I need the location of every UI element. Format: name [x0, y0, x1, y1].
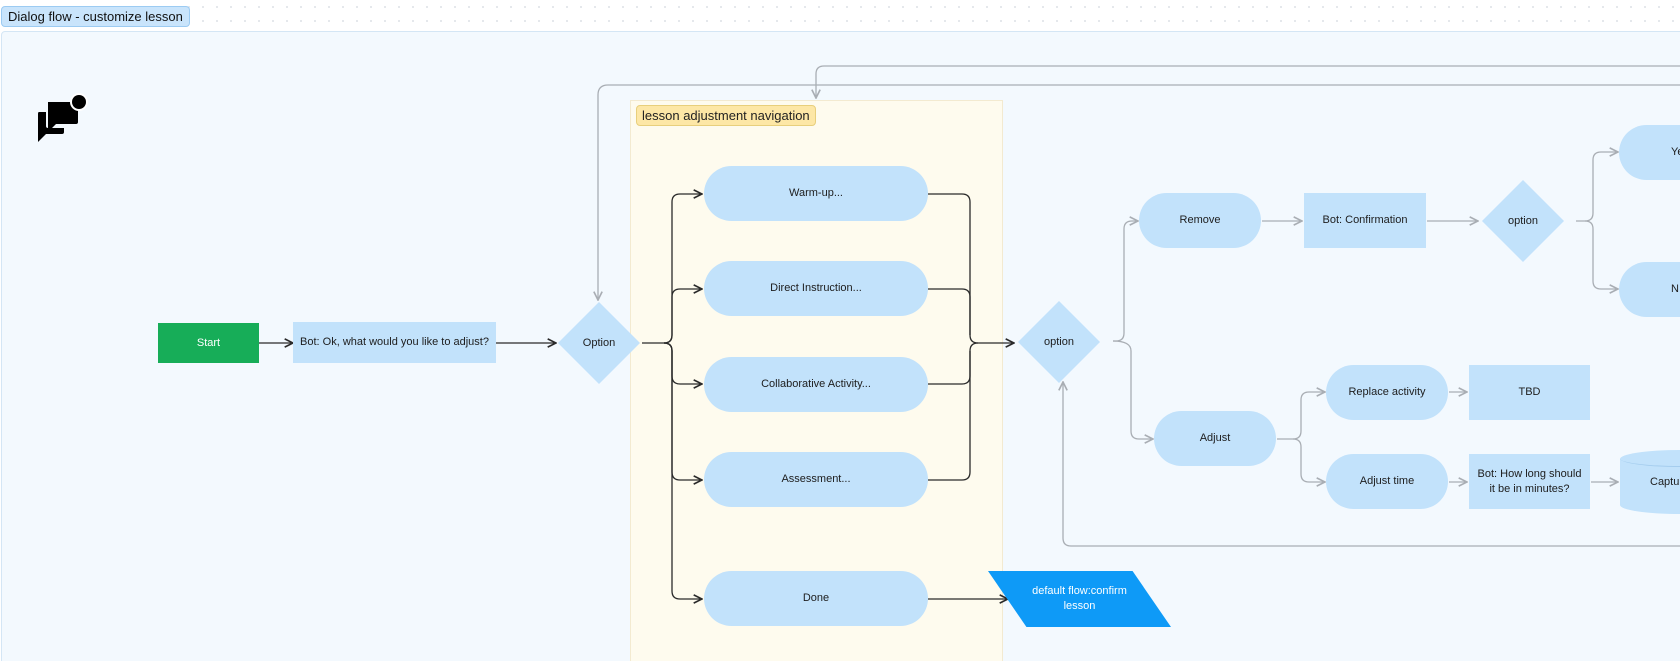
collaborative-activity-node[interactable]: Collaborative Activity...: [704, 357, 928, 412]
edge-option-to-adjust: [1112, 340, 1153, 439]
capture-node[interactable]: Captur: [1620, 450, 1680, 514]
edge-option-to-no: [1584, 220, 1618, 289]
section-label[interactable]: lesson adjustment navigation: [636, 105, 816, 126]
start-node[interactable]: Start: [158, 323, 259, 363]
bot-confirmation-node[interactable]: Bot: Confirmation: [1304, 193, 1426, 248]
tbd-node[interactable]: TBD: [1469, 365, 1590, 420]
chat-bubbles-icon: [38, 93, 88, 142]
edge-loop-to-option-bottom: [1063, 382, 1680, 547]
edge-direct-to-option: [928, 288, 971, 335]
no-node[interactable]: N: [1619, 262, 1680, 317]
direct-instruction-node[interactable]: Direct Instruction...: [704, 261, 928, 316]
edge-option-to-assessment: [663, 342, 702, 480]
option-main-label: Option: [582, 336, 616, 349]
adjust-time-node[interactable]: Adjust time: [1326, 454, 1448, 509]
warmup-node[interactable]: Warm-up...: [704, 166, 928, 221]
edge-loop-top: [816, 65, 1680, 98]
option-main-decision[interactable]: Option: [556, 300, 642, 386]
replace-activity-node[interactable]: Replace activity: [1326, 365, 1448, 420]
done-node[interactable]: Done: [704, 571, 928, 626]
edge-adjust-to-time: [1292, 438, 1325, 482]
assessment-node[interactable]: Assessment...: [704, 452, 928, 507]
option-confirm-label: option: [1508, 214, 1538, 227]
frame-title[interactable]: Dialog flow - customize lesson: [1, 6, 190, 27]
remove-node[interactable]: Remove: [1139, 193, 1261, 248]
edge-adjust-to-replace: [1277, 392, 1325, 440]
option-action-label: option: [1044, 335, 1074, 348]
edge-option-to-yes: [1576, 152, 1618, 222]
bot-adjust-prompt-node[interactable]: Bot: Ok, what would you like to adjust?: [293, 322, 496, 363]
bot-how-long-node[interactable]: Bot: How long should it be in minutes?: [1469, 454, 1590, 509]
edge-option-to-direct: [663, 289, 702, 344]
yes-node[interactable]: Yes: [1619, 125, 1680, 180]
edge-loop-back-to-option: [598, 84, 1680, 300]
option-confirm-decision[interactable]: option: [1480, 178, 1566, 264]
edge-option-to-done: [663, 342, 702, 599]
edge-option-to-collab: [663, 342, 702, 384]
edge-warmup-to-option: [928, 193, 1014, 343]
edge-option-to-remove: [1113, 221, 1138, 342]
edge-assessment-to-option: [928, 351, 971, 481]
adjust-node[interactable]: Adjust: [1154, 411, 1276, 466]
option-action-decision[interactable]: option: [1016, 299, 1102, 385]
